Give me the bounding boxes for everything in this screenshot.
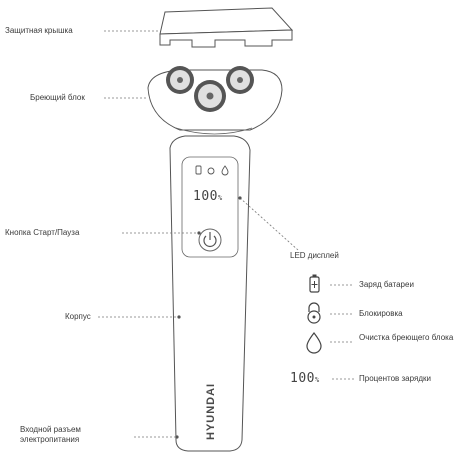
legend-readout-unit: % xyxy=(314,376,320,384)
display-lock-icon xyxy=(207,167,215,175)
display-battery-icon xyxy=(195,165,202,175)
label-protective-cover: Защитная крышка xyxy=(5,26,73,35)
display-unit: % xyxy=(217,194,223,202)
leader-lines xyxy=(98,30,354,439)
label-power-port: Входной разъем электропитания xyxy=(20,425,81,444)
shaver-body: HYUNDAI xyxy=(169,135,251,452)
label-start-button: Кнопка Старт/Пауза xyxy=(5,228,80,237)
lock-icon xyxy=(307,302,321,324)
shaving-unit xyxy=(147,66,283,135)
display-drop-icon xyxy=(221,165,229,176)
water-drop-icon xyxy=(306,332,322,354)
legend-readout-value: 100 xyxy=(290,371,315,386)
label-body: Корпус xyxy=(65,312,91,321)
display-panel xyxy=(181,156,239,258)
legend-label-cleaning: Очистка бреющего блока xyxy=(359,333,454,342)
label-led-display: LED дисплей xyxy=(290,251,339,260)
percent-readout-icon: 100% xyxy=(290,372,320,387)
battery-icon xyxy=(309,274,320,293)
label-shaving-unit: Бреющий блок xyxy=(30,93,85,102)
legend-label-percent: Процентов зарядки xyxy=(359,374,431,383)
legend-label-lock: Блокировка xyxy=(359,309,403,318)
shaving-head-center xyxy=(194,80,226,112)
brand-logo: HYUNDAI xyxy=(205,383,217,440)
shaving-head-left xyxy=(166,66,194,94)
legend-label-battery: Заряд батареи xyxy=(359,280,414,289)
shaving-head-right xyxy=(226,66,254,94)
display-readout: 100% xyxy=(193,190,223,205)
power-icon xyxy=(203,235,217,247)
display-value: 100 xyxy=(193,189,218,204)
protective-cover xyxy=(159,7,294,48)
